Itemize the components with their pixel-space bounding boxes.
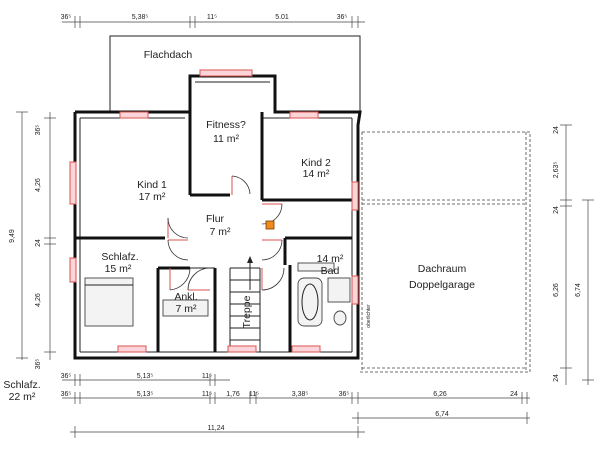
- dimension-left: 36⁵ 4,26 24 4,26 36⁵ 9,49: [9, 111, 56, 370]
- dim-right-1: 2,63⁵: [553, 162, 560, 179]
- dim-b1-2: 11⁵: [202, 373, 212, 380]
- dim-b4: 11,24: [208, 425, 225, 432]
- dim-b2-2: 11⁵: [202, 391, 212, 398]
- dim-b2-1: 5,13⁵: [137, 391, 154, 398]
- label-schlafz: Schlafz.: [101, 251, 138, 263]
- dim-b1-1: 5,13⁵: [137, 373, 154, 380]
- dim-b2-0: 36⁵: [61, 391, 72, 398]
- bed: [84, 277, 134, 327]
- sink: [297, 262, 335, 272]
- area-kind1: 17 m²: [139, 191, 166, 203]
- label-oberlichter: oberlichter: [366, 304, 372, 328]
- wardrobe: [162, 299, 209, 317]
- window: [351, 275, 359, 305]
- dim-right-3: 6,26: [553, 283, 560, 297]
- label-ankl: Ankl.: [174, 291, 197, 303]
- area-outside-schlafz: 22 m²: [9, 391, 36, 403]
- windows: [69, 69, 359, 353]
- dim-right-0: 24: [553, 126, 560, 134]
- dim-right-2: 24: [553, 206, 560, 214]
- label-dachraum: Dachraum: [418, 263, 467, 275]
- label-bad: Bad: [321, 265, 340, 277]
- label-fitness: Fitness?: [206, 119, 246, 131]
- window: [227, 345, 257, 353]
- dim-top-4: 36⁵: [337, 14, 348, 21]
- window: [69, 161, 77, 205]
- toilet: [333, 310, 347, 326]
- dim-b2-5: 3,38⁵: [292, 391, 309, 398]
- flachdach-outline: [109, 35, 361, 112]
- dim-b3: 6,74: [435, 411, 449, 418]
- dim-top-2: 11⁵: [207, 14, 217, 21]
- label-treppe: Treppe: [241, 295, 253, 328]
- label-kind2: Kind 2: [301, 157, 331, 169]
- area-fitness: 11 m²: [213, 133, 240, 145]
- stair-arrow-icon: [247, 256, 253, 263]
- area-schlafz: 15 m²: [105, 263, 132, 275]
- room-labels: Flachdach Fitness? 11 m² Kind 1 17 m² Ki…: [3, 49, 475, 403]
- dim-b2-4: 11⁵: [249, 391, 259, 398]
- label-flur: Flur: [206, 213, 225, 225]
- window: [117, 345, 147, 353]
- window: [119, 111, 149, 119]
- area-kind2: 14 m²: [303, 168, 330, 180]
- area-bad: 14 m²: [317, 253, 344, 265]
- dim-b2-3: 1,76: [226, 391, 240, 398]
- dim-top-0: 36⁵: [61, 14, 72, 21]
- window: [69, 257, 77, 283]
- label-outside-schlafz: Schlafz.: [3, 379, 40, 391]
- dim-left-2: 24: [35, 239, 42, 247]
- dim-b2-8: 24: [510, 391, 518, 398]
- dim-left-4: 36⁵: [35, 359, 42, 370]
- window: [289, 111, 319, 119]
- stair-steps: [230, 279, 260, 341]
- dim-right-total: 6,74: [575, 283, 582, 297]
- chimney-marker: [265, 220, 275, 230]
- window: [291, 345, 321, 353]
- dim-left-total: 9,49: [9, 229, 16, 243]
- shower: [327, 277, 351, 303]
- area-ankl: 7 m²: [176, 303, 198, 315]
- dim-left-3: 4,26: [35, 293, 42, 307]
- window: [199, 69, 253, 77]
- label-kind1: Kind 1: [137, 179, 167, 191]
- dim-top-3: 5.01: [275, 14, 289, 21]
- window: [351, 181, 359, 211]
- dim-left-0: 36⁵: [35, 125, 42, 136]
- label-flachdach: Flachdach: [144, 49, 193, 61]
- dimension-top: 36⁵ 5,38⁵ 11⁵ 5.01 36⁵: [61, 14, 365, 28]
- dim-b2-6: 36⁵: [339, 391, 350, 398]
- label-doppelgarage: Doppelgarage: [409, 279, 475, 291]
- dimension-bottom: 36⁵ 5,13⁵ 11⁵ 36⁵ 5,13⁵ 11⁵ 1,76 11⁵ 3,3…: [61, 373, 530, 438]
- area-flur: 7 m²: [210, 226, 232, 238]
- dim-left-1: 4,26: [35, 178, 42, 192]
- interior-walls: [75, 112, 355, 352]
- fixtures: [84, 220, 351, 341]
- dim-top-1: 5,38⁵: [132, 14, 149, 21]
- dim-right-4: 24: [553, 374, 560, 382]
- dim-b2-7: 6,26: [433, 391, 447, 398]
- dim-b1-0: 36⁵: [61, 373, 72, 380]
- doors: [167, 175, 285, 291]
- garage-outline: [358, 131, 531, 373]
- dimension-right: 24 2,63⁵ 24 6,26 24 6,74: [553, 124, 594, 385]
